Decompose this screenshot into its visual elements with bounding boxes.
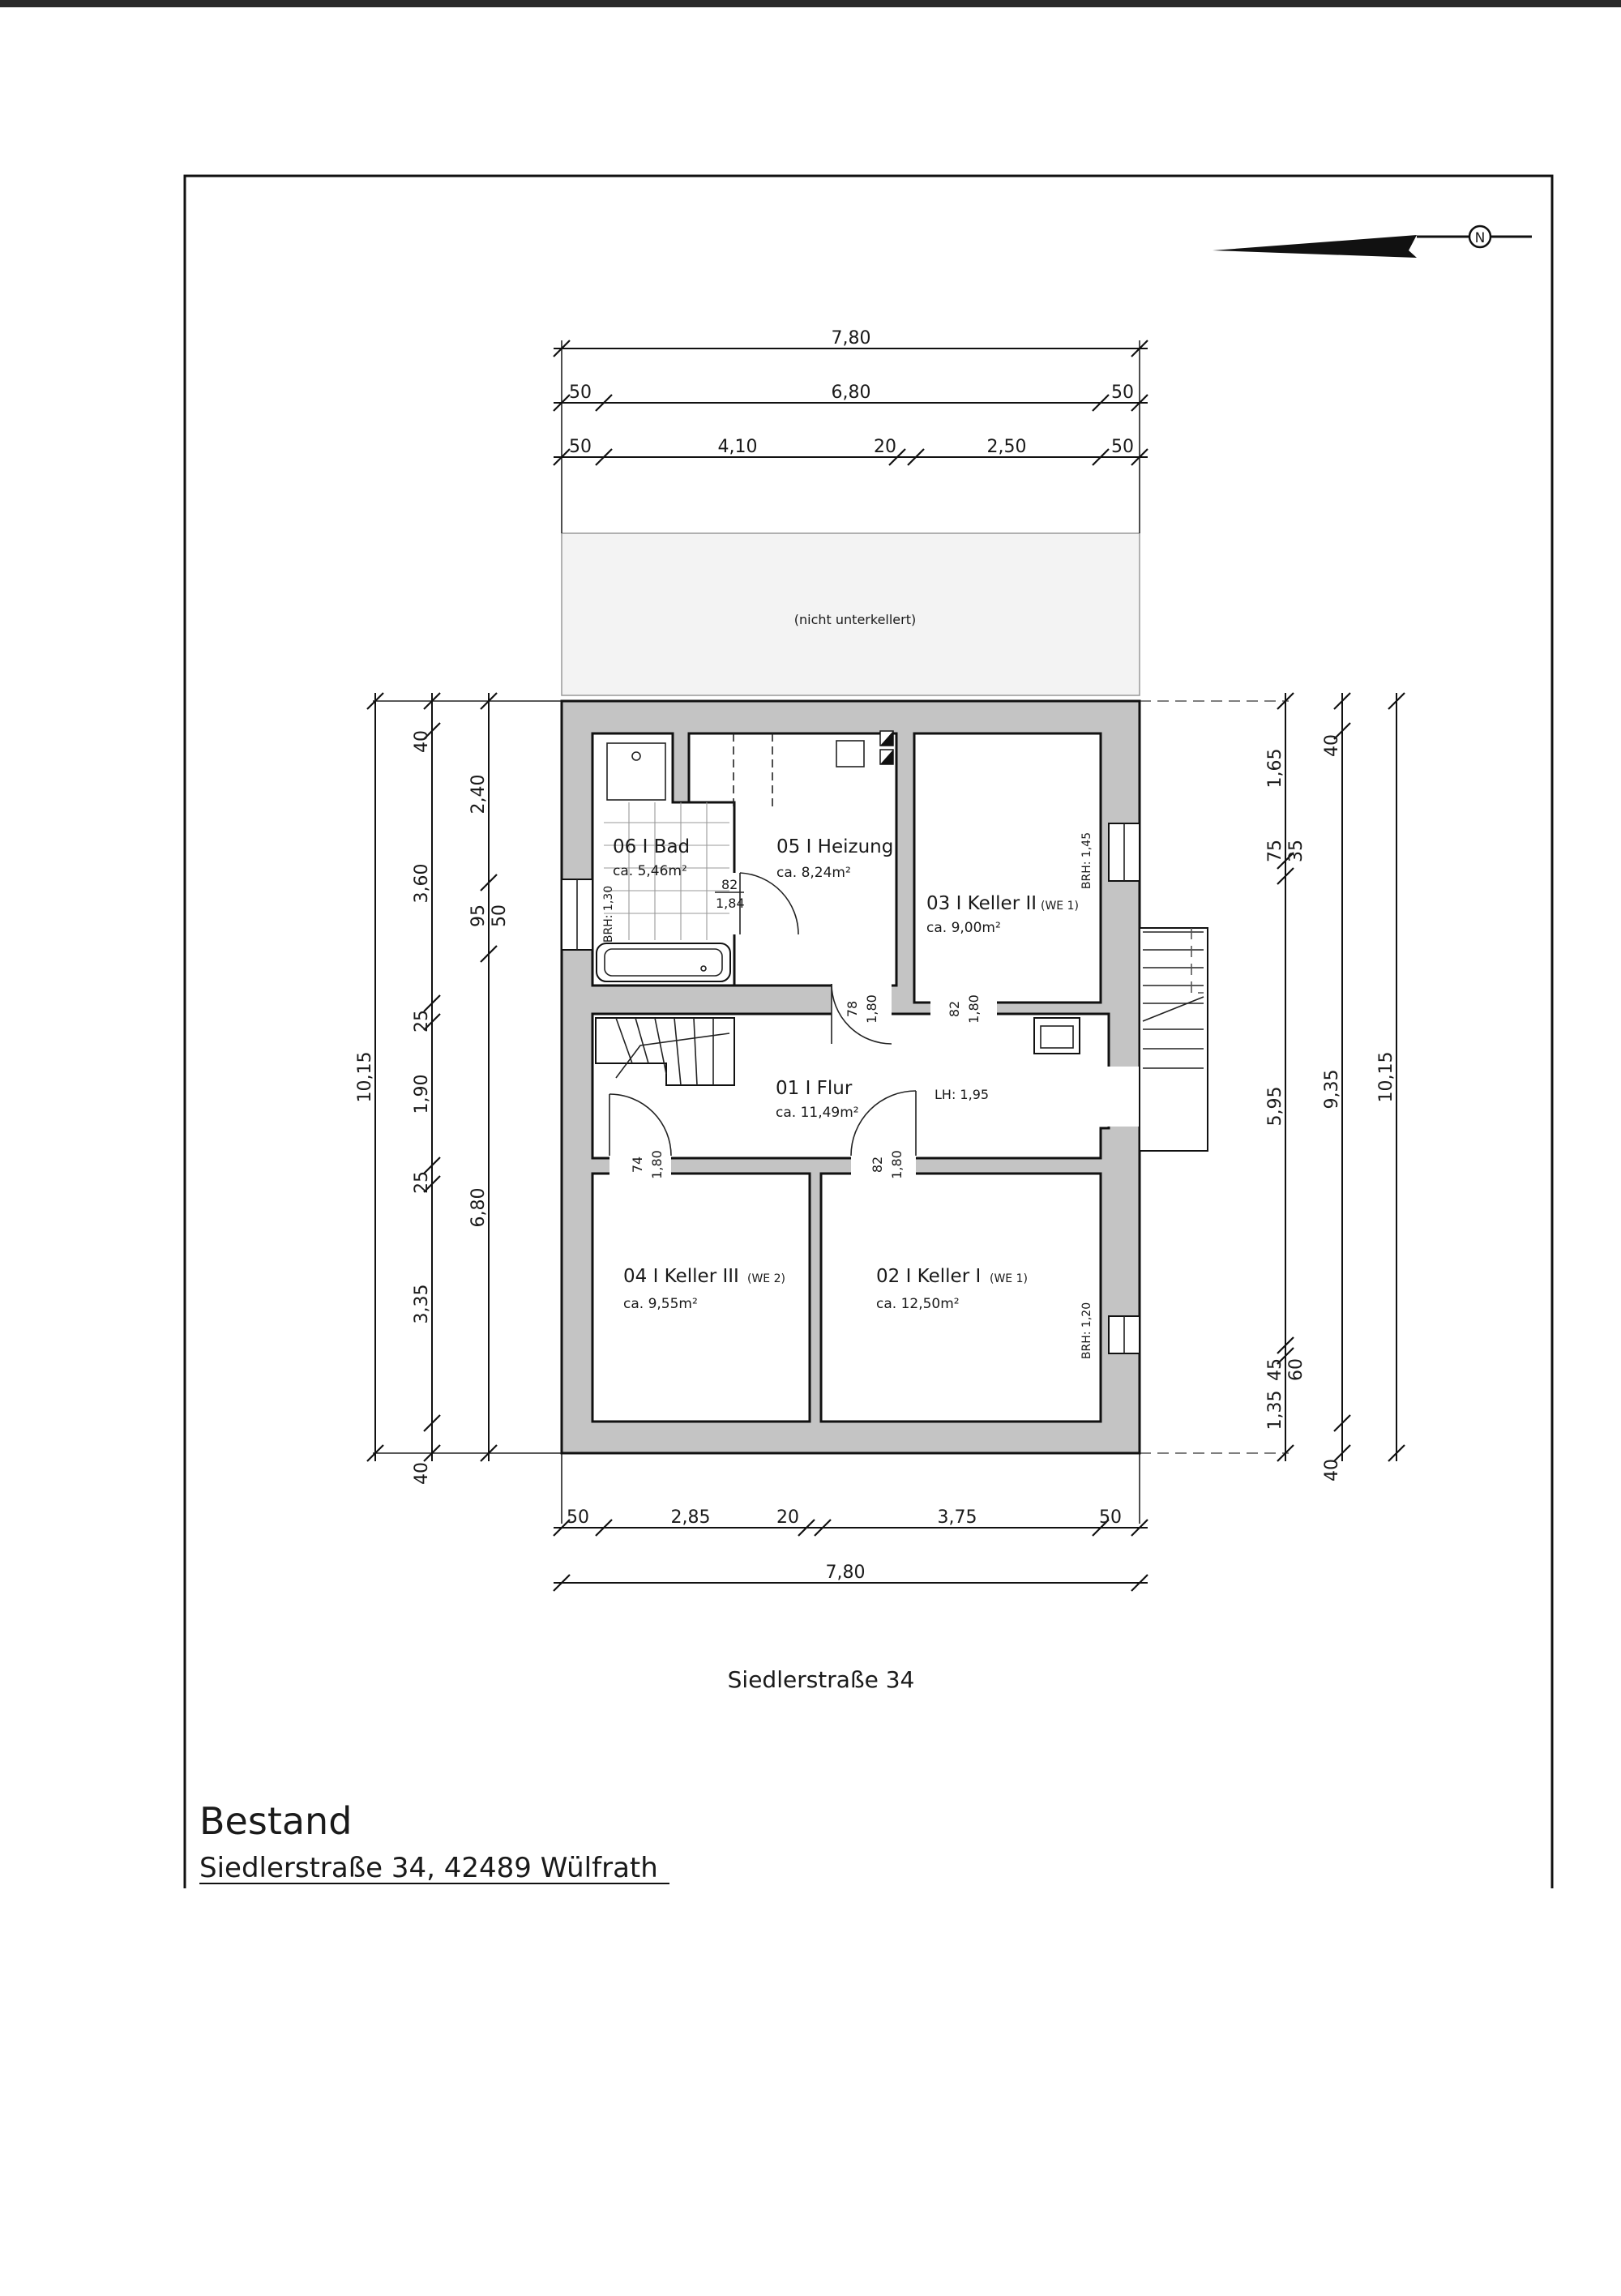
dimension-label: 1,35 (1265, 1391, 1285, 1430)
dimension-label: 50 (1099, 1507, 1122, 1528)
room-area-heizung: ca. 8,24m² (776, 865, 851, 881)
dimension-label: 4,10 (718, 437, 758, 457)
door-label-keller1-height: 1,80 (889, 1150, 905, 1179)
dimension-label: 2,50 (987, 437, 1027, 457)
window-label-keller2: BRH: 1,45 (1080, 832, 1093, 889)
dimension-label: 50 (1111, 383, 1134, 403)
dimension-label: 20 (874, 437, 896, 457)
door-label-heizung-width: 78 (845, 1001, 860, 1017)
dimension-label: 40 (1322, 734, 1342, 757)
dimension-label: 10,15 (1376, 1052, 1396, 1103)
room-area-keller2: ca. 9,00m² (926, 920, 1001, 936)
dimension-label: 50 (569, 437, 592, 457)
plan-address: Siedlerstraße 34, 42489 Wülfrath (199, 1852, 658, 1884)
door-label-keller3-height: 1,80 (649, 1150, 665, 1179)
door-label-bad-width: 82 (721, 877, 738, 892)
dimension-label: 50 (567, 1507, 589, 1528)
dimension-label: 1,90 (412, 1075, 432, 1114)
dimensions-right: 1,65 75 35 5,95 1,35 45 60 40 9,35 40 10… (1265, 692, 1405, 1481)
dimension-label: 7,80 (832, 328, 871, 348)
window-label-bad: BRH: 1,30 (602, 886, 615, 943)
extension-lines (373, 340, 1289, 1524)
unexcavated-note: (nicht unterkellert) (794, 612, 916, 627)
door-label-keller1-width: 82 (870, 1157, 885, 1173)
interior-stairs (595, 1017, 735, 1086)
dimension-label: 50 (490, 904, 510, 927)
door-label-keller2-width: 82 (947, 1001, 962, 1017)
bathroom-fixtures (596, 742, 731, 982)
dimension-label: 25 (412, 1171, 432, 1194)
unexcavated-area (561, 532, 1140, 696)
dimension-label: 2,40 (468, 775, 489, 815)
dimension-label: 7,80 (826, 1563, 866, 1583)
room-area-keller1: ca. 12,50m² (876, 1296, 960, 1312)
dimension-label: 6,80 (468, 1188, 489, 1228)
door-label-keller2-height: 1,80 (966, 994, 982, 1024)
dimension-label: 35 (1286, 840, 1307, 862)
north-symbol: N (1475, 230, 1486, 246)
dimension-label: 50 (1111, 437, 1134, 457)
door-openings (609, 873, 1143, 1177)
dimension-label: 10,15 (355, 1052, 375, 1103)
room-unit-keller1: (WE 1) (990, 1272, 1028, 1285)
room-area-bad: ca. 5,46m² (613, 863, 687, 879)
window-label-keller1: BRH: 1,20 (1080, 1302, 1093, 1359)
dimension-label: 5,95 (1265, 1087, 1285, 1127)
room-area-flur: ca. 11,49m² (776, 1105, 859, 1121)
dimension-label: 3,35 (412, 1285, 432, 1324)
room-name-heizung: 05 I Heizung (776, 836, 893, 857)
door-label-bad-height: 1,84 (716, 896, 745, 911)
sink (1033, 1017, 1080, 1054)
room-name-keller2: 03 I Keller II (926, 893, 1037, 914)
door-label-heizung-height: 1,80 (864, 994, 879, 1024)
dimensions-top: 7,80 50 6,80 50 50 4,10 20 2,50 50 (553, 328, 1148, 466)
dimension-label: 3,60 (412, 864, 432, 904)
room-labels: 06 I Bad ca. 5,46m² 05 I Heizung ca. 8,2… (613, 836, 1079, 1312)
dimension-label: 6,80 (832, 383, 871, 403)
exterior-stairs (1139, 927, 1208, 1152)
dimension-label: 75 (1265, 840, 1285, 862)
north-arrow: N (1213, 224, 1532, 258)
scan-edge (0, 0, 1621, 7)
dimension-label: 25 (412, 1010, 432, 1033)
dimension-label: 45 (1265, 1358, 1285, 1381)
room-name-keller3: 04 I Keller III (623, 1266, 739, 1287)
dimension-label: 40 (412, 1462, 432, 1485)
door-dimension-labels: 82 1,84 78 1,80 82 1,80 74 1,80 82 1,80 … (602, 832, 1093, 1359)
street-label: Siedlerstraße 34 (728, 1666, 915, 1693)
room-name-keller1: 02 I Keller I (876, 1266, 981, 1287)
dimension-label: 40 (1322, 1459, 1342, 1481)
dimension-label: 2,85 (671, 1507, 711, 1528)
dimensions-bottom: 50 2,85 20 3,75 50 7,80 (553, 1507, 1148, 1592)
room-unit-keller3: (WE 2) (747, 1272, 785, 1285)
windows (561, 823, 1140, 1354)
door-label-keller3-width: 74 (630, 1157, 645, 1173)
dimension-label: 9,35 (1322, 1070, 1342, 1110)
room-height-flur: LH: 1,95 (935, 1087, 989, 1102)
dimension-label: 40 (412, 730, 432, 753)
plan-title: Bestand (199, 1799, 352, 1843)
dimensions-left: 10,15 40 3,35 25 1,90 25 3,60 40 2,40 95… (355, 692, 510, 1485)
dimension-label: 50 (569, 383, 592, 403)
dimension-label: 1,65 (1265, 749, 1285, 789)
room-name-flur: 01 I Flur (776, 1078, 853, 1099)
room-unit-keller2: (WE 1) (1041, 900, 1079, 913)
dimension-label: 20 (776, 1507, 799, 1528)
dimension-label: 95 (468, 904, 489, 927)
dimension-label: 60 (1286, 1358, 1307, 1381)
dimension-label: 3,75 (938, 1507, 977, 1528)
room-area-keller3: ca. 9,55m² (623, 1296, 698, 1312)
heating-fixtures (733, 730, 894, 806)
room-name-bad: 06 I Bad (613, 836, 690, 857)
drawing-frame (183, 174, 1554, 1888)
